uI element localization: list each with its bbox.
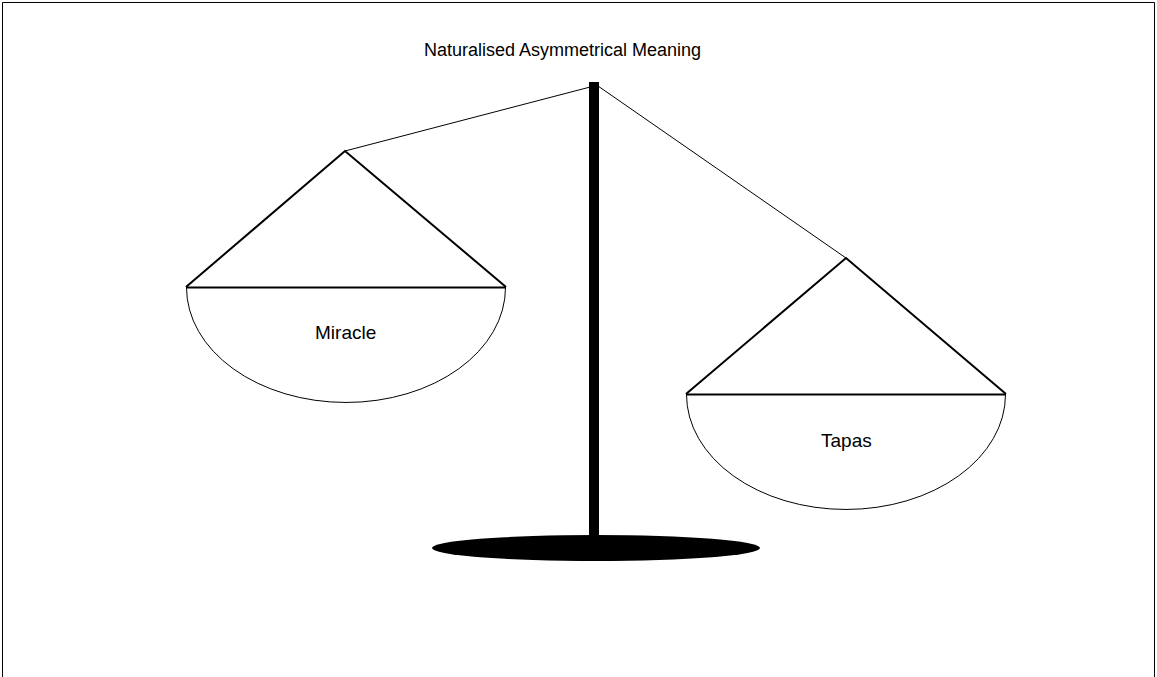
pan-bowl — [186, 287, 506, 403]
pan-rim — [686, 394, 1006, 396]
pan-rim — [186, 287, 506, 289]
diagram-title: Naturalised Asymmetrical Meaning — [424, 40, 701, 61]
pan-label: Miracle — [315, 322, 376, 344]
scale-pan: Miracle — [186, 287, 506, 403]
left-pan-hanger — [186, 151, 506, 287]
scale-pole — [589, 82, 599, 558]
pan-label: Tapas — [821, 430, 872, 452]
pan-bowl-outline — [187, 288, 506, 403]
right-pan-hanger — [686, 258, 1006, 394]
frame-border — [3, 3, 1155, 677]
pan-bowl-outline — [687, 395, 1006, 510]
scale-pan: Tapas — [686, 394, 1006, 510]
scale-base — [432, 535, 760, 561]
right-string — [598, 86, 846, 258]
left-string — [345, 86, 594, 151]
pan-bowl — [686, 394, 1006, 510]
